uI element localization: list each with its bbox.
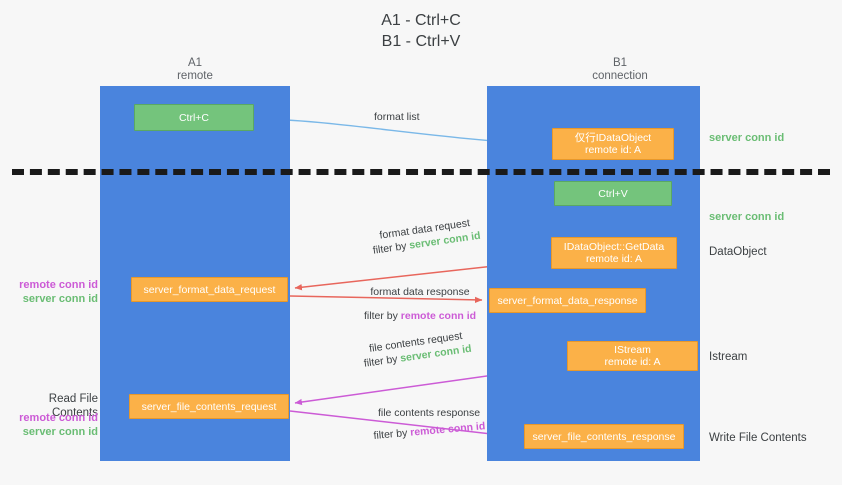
note-conn-ids-file: remote conn id server conn id	[8, 411, 98, 439]
node-istream[interactable]: IStream remote id: A	[567, 341, 698, 371]
note-read-file-contents: Read File Contents	[48, 393, 98, 419]
node-server-format-data-request[interactable]: server_format_data_request	[131, 277, 288, 302]
node-idataobject-getdata[interactable]: IDataObject::GetData remote id: A	[551, 237, 677, 269]
note-server-conn-id-mid: server conn id	[709, 211, 785, 223]
lane-header-a1: A1 remote	[177, 57, 213, 82]
edge-label-format-data-response-filter-prefix: filter by	[364, 310, 401, 322]
node-server-format-data-response[interactable]: server_format_data_response	[489, 288, 646, 313]
edge-label-format-data-response: format data response filter by remote co…	[364, 285, 476, 323]
edge-label-format-data-response-line1: format data response	[370, 286, 470, 298]
arrow-file-contents-response	[289, 410, 519, 440]
edge-label-file-contents-response-filter-prefix: filter by	[373, 426, 411, 442]
edge-label-format-data-response-filter-value: remote conn id	[400, 310, 477, 322]
node-idataobject[interactable]: 仅行IDataObject remote id: A	[552, 128, 674, 160]
edge-label-file-contents-response: file contents response filter by remote …	[373, 406, 486, 443]
note-remote-conn-id-file: remote conn id	[19, 412, 98, 424]
note-conn-ids-format: remote conn id server conn id	[8, 278, 98, 306]
phase-separator-line	[12, 169, 830, 175]
note-write-file-contents: Write File Contents	[709, 432, 807, 444]
node-server-file-contents-response[interactable]: server_file_contents_response	[524, 424, 684, 449]
node-ctrl-v[interactable]: Ctrl+V	[554, 181, 672, 206]
note-remote-conn-id-format: remote conn id	[19, 279, 98, 291]
note-server-conn-id-format: server conn id	[22, 293, 98, 305]
note-dataobject: DataObject	[709, 246, 767, 258]
edge-label-format-list: format list	[374, 111, 420, 123]
lane-header-b1: B1 connection	[592, 57, 648, 82]
node-ctrl-c[interactable]: Ctrl+C	[134, 104, 254, 131]
note-server-conn-id-top: server conn id	[709, 132, 785, 144]
arrow-format-data-response	[289, 295, 483, 304]
note-istream: Istream	[709, 351, 748, 363]
note-server-conn-id-file: server conn id	[22, 426, 98, 438]
page-title: A1 - Ctrl+C B1 - Ctrl+V	[381, 12, 461, 50]
edge-label-file-contents-response-line1: file contents response	[377, 407, 481, 419]
edge-label-file-contents-response-filter-value: remote conn id	[409, 420, 486, 439]
node-server-file-contents-request[interactable]: server_file_contents_request	[129, 394, 289, 419]
